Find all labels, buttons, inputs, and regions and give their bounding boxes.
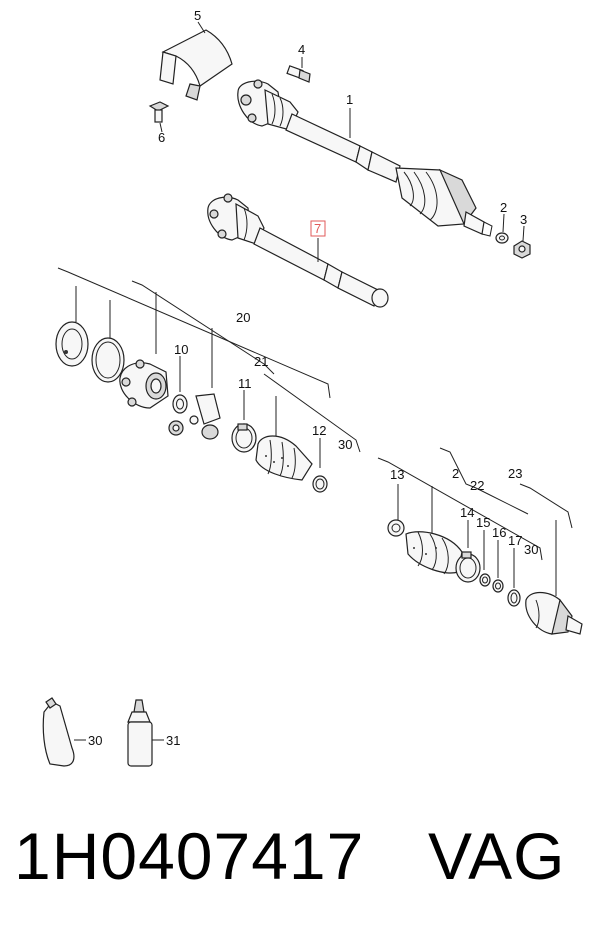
footer: 1H0407417 VAG <box>0 818 600 928</box>
callout-31: 31 <box>166 733 180 748</box>
callout-6: 6 <box>158 130 165 145</box>
outer-cv-joint <box>525 591 583 635</box>
callout-11: 11 <box>238 376 252 391</box>
callout-1: 1 <box>346 92 353 107</box>
callout-15: 15 <box>476 515 490 530</box>
callout-13: 13 <box>390 467 404 482</box>
grease-tube <box>42 697 86 767</box>
fluid-bottle <box>127 699 164 767</box>
dished-washer-part-16 <box>492 579 504 593</box>
callout-21: 21 <box>254 354 268 369</box>
spacer-ring-part-15 <box>479 573 491 587</box>
o-ring <box>91 337 125 383</box>
nut-part-3 <box>513 225 531 259</box>
highlight-box-part-7 <box>310 220 326 237</box>
bolt-part-4 <box>286 57 311 83</box>
outer-joint-kit-lines <box>377 447 573 596</box>
clamp-part-12 <box>312 475 328 493</box>
clamp-part-13 <box>387 519 405 537</box>
hose-clamp-part-14 <box>455 551 481 583</box>
inner-joint-kit-lines <box>57 267 361 468</box>
callout-17: 17 <box>508 533 522 548</box>
washer-part-2 <box>495 213 509 244</box>
drive-shaft-part-7 <box>207 193 389 308</box>
callout-14: 14 <box>460 505 474 520</box>
flange-joint <box>119 359 169 409</box>
callout-5: 5 <box>194 8 201 23</box>
brand-name: VAG <box>428 819 566 893</box>
outer-boot <box>405 531 463 575</box>
bolt-part-6 <box>148 101 170 133</box>
callout-2: 2 <box>500 200 507 215</box>
inner-boot <box>255 435 313 481</box>
exploded-parts-diagram: 5 4 1 6 2 3 7 20 10 21 11 12 30 2 23 13 … <box>42 8 583 767</box>
circlip-ring <box>55 321 89 367</box>
ball-cage <box>168 393 221 440</box>
callout-30-left: 30 <box>338 437 352 452</box>
callout-3: 3 <box>520 212 527 227</box>
part-number: 1H0407417 <box>14 819 365 893</box>
callout-7: 7 <box>314 221 321 236</box>
callout-4: 4 <box>298 42 305 57</box>
callout-30-grease: 30 <box>88 733 102 748</box>
callout-30-right: 30 <box>524 542 538 557</box>
drive-shaft-part-1 <box>237 79 493 237</box>
retaining-ring-part-10 <box>172 394 188 414</box>
callout-12: 12 <box>312 423 326 438</box>
callout-22: 22 <box>470 478 484 493</box>
heat-shield-part <box>159 21 233 101</box>
callout-20: 20 <box>236 310 250 325</box>
callout-23: 23 <box>508 466 522 481</box>
callout-2-right: 2 <box>452 466 459 481</box>
callout-10: 10 <box>174 342 188 357</box>
callout-16: 16 <box>492 525 506 540</box>
circlip-part-17 <box>507 589 521 607</box>
hose-clamp-part-11 <box>231 423 257 453</box>
